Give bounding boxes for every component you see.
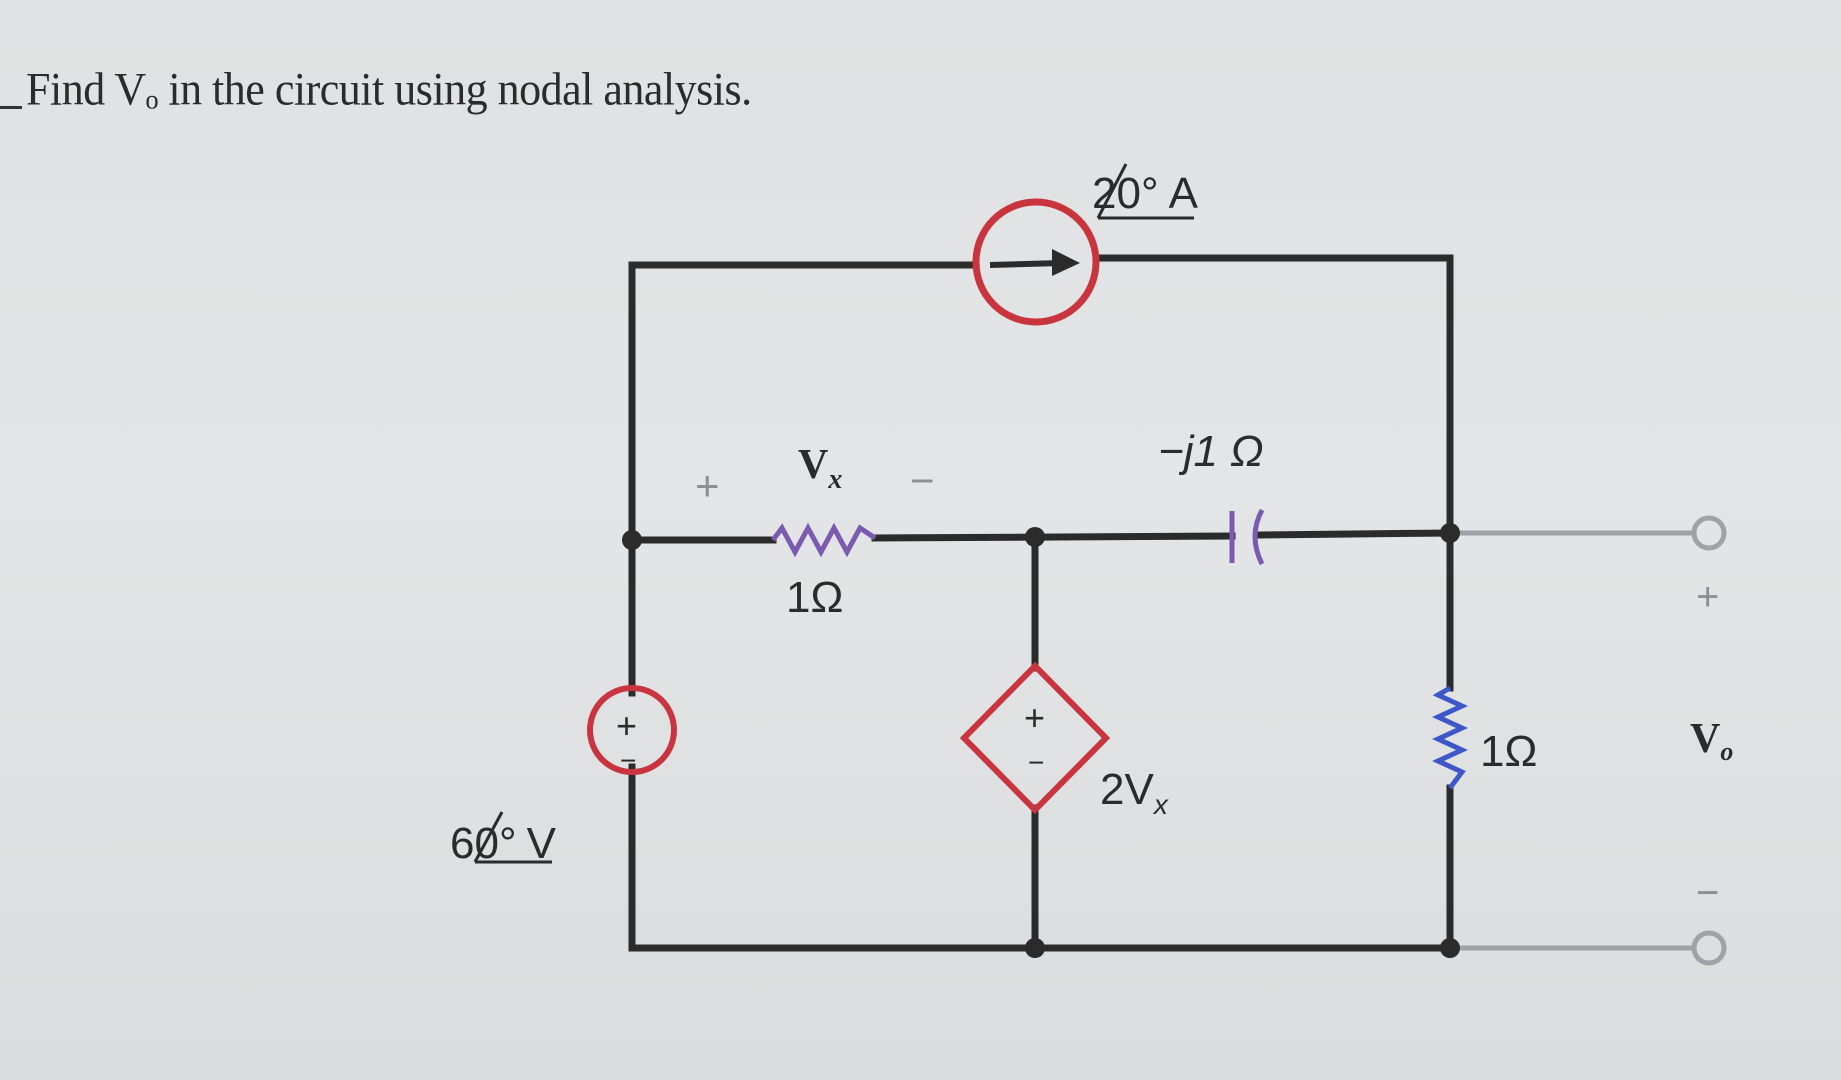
arrow-right-icon (1052, 249, 1080, 276)
wire-mid-center (871, 532, 1236, 542)
resistor-out-zigzag (1431, 685, 1469, 790)
current-source-label: 20°A (1092, 169, 1199, 218)
node-center (1025, 527, 1045, 547)
output-minus: − (1696, 871, 1719, 915)
resistor-vx-voltage-label: Vx (798, 442, 842, 495)
capacitor-plate-right (1252, 508, 1265, 566)
voltage-source: + − 60°V (450, 685, 677, 868)
node-bottom-right (1440, 938, 1460, 958)
node-bottom-center (1025, 938, 1045, 958)
corner-mark (0, 106, 22, 109)
circuit-wires (628, 254, 1454, 952)
dependent-source-minus: − (1028, 747, 1044, 778)
voltage-source-circle (587, 685, 677, 775)
current-source: 20°A (972, 163, 1199, 326)
wire-mid-right (1256, 529, 1454, 539)
output-terminal-bottom (1691, 930, 1727, 966)
angle-symbol-icon (473, 811, 504, 863)
junction-nodes (622, 523, 1460, 958)
current-source-circle (972, 198, 1100, 326)
resistor-out: 1Ω (1431, 685, 1537, 790)
output-label: Vo (1690, 716, 1733, 766)
node-left (622, 530, 642, 550)
voltage-source-minus: − (620, 745, 636, 776)
current-arrow-shaft (989, 260, 1063, 268)
resistor-vx-zigzag (771, 522, 877, 558)
dependent-source-label: 2Vx (1100, 765, 1169, 820)
capacitor-value: −j1 Ω (1158, 427, 1264, 476)
capacitor: −j1 Ω (1158, 427, 1265, 566)
output-terminal-top (1691, 515, 1727, 551)
dependent-source: + − 2Vx (959, 661, 1169, 820)
resistor-vx: 1Ω Vx + − (695, 442, 935, 622)
node-right (1440, 523, 1460, 543)
resistor-vx-minus: − (910, 457, 935, 504)
dependent-source-plus: + (1024, 697, 1045, 738)
resistor-vx-plus: + (695, 462, 720, 509)
problem-statement: Find Vₒ in the circuit using nodal analy… (26, 63, 752, 116)
angle-symbol-icon (1096, 163, 1128, 219)
dependent-source-diamond (959, 661, 1111, 815)
resistor-vx-value: 1Ω (786, 573, 843, 622)
output-leads: + − Vo (1450, 515, 1733, 966)
voltage-source-plus: + (616, 705, 637, 746)
voltage-source-label: 60°V (450, 819, 557, 868)
wire-top-right (1092, 254, 1454, 544)
output-plus: + (1696, 575, 1719, 619)
resistor-out-value: 1Ω (1480, 727, 1537, 776)
